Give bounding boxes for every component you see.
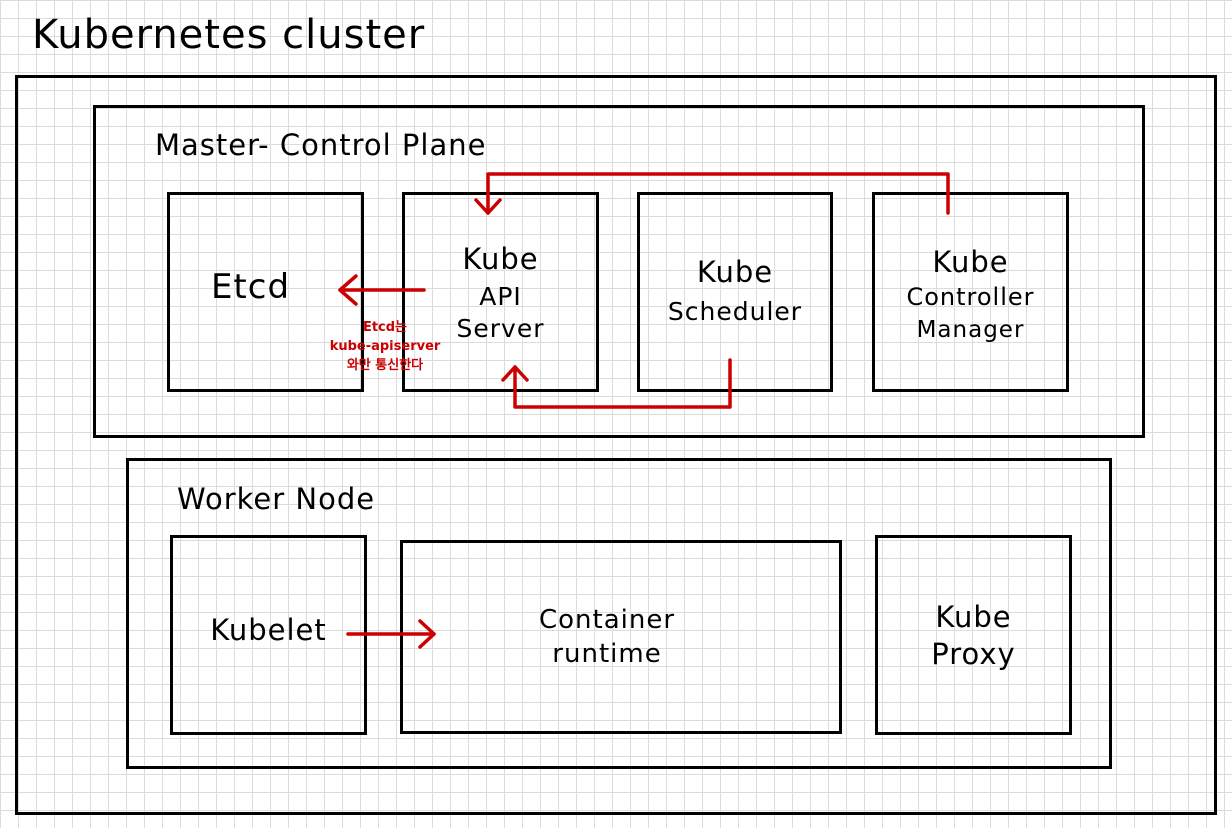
api-server-line-2: API: [479, 282, 522, 311]
cluster-box: [15, 75, 1217, 815]
api-server-line-3: Server: [456, 314, 545, 343]
kube-proxy-line-1: Kube: [935, 600, 1012, 634]
scheduler-line-1: Kube: [696, 255, 774, 289]
kubelet-label: Kubelet: [210, 613, 327, 647]
kube-scheduler-box: Kube Scheduler: [637, 192, 833, 392]
worker-node-box: [126, 458, 1112, 769]
kube-proxy-line-2: Proxy: [931, 637, 1016, 671]
worker-node-title: Worker Node: [177, 482, 376, 516]
note-line-2: kube-apiserver: [329, 339, 441, 354]
master-control-plane-box: [93, 105, 1145, 438]
kube-proxy-box: Kube Proxy: [875, 535, 1072, 735]
api-server-line-1: Kube: [462, 242, 539, 276]
controller-manager-line-1: Kube: [932, 245, 1009, 279]
container-runtime-line-1: Container: [538, 605, 676, 635]
container-runtime-line-2: runtime: [552, 639, 662, 669]
kube-controller-manager-box: Kube Controller Manager: [872, 192, 1069, 392]
etcd-communication-note: Etcd는 kube-apiserver 와만 통신한다: [300, 318, 470, 375]
master-control-plane-title: Master- Control Plane: [155, 128, 487, 162]
page-title: Kubernetes cluster: [32, 12, 426, 58]
etcd-box: Etcd: [167, 192, 364, 392]
etcd-label: Etcd: [210, 267, 291, 307]
kube-api-server-box: Kube API Server: [402, 192, 599, 392]
controller-manager-line-3: Manager: [916, 317, 1025, 343]
note-line-3: 와만 통신한다: [346, 358, 424, 373]
note-line-1: Etcd는: [362, 320, 408, 335]
scheduler-line-2: Scheduler: [667, 297, 803, 326]
container-runtime-box: Container runtime: [400, 540, 842, 734]
controller-manager-line-2: Controller: [906, 283, 1035, 311]
kubelet-box: Kubelet: [170, 535, 367, 735]
